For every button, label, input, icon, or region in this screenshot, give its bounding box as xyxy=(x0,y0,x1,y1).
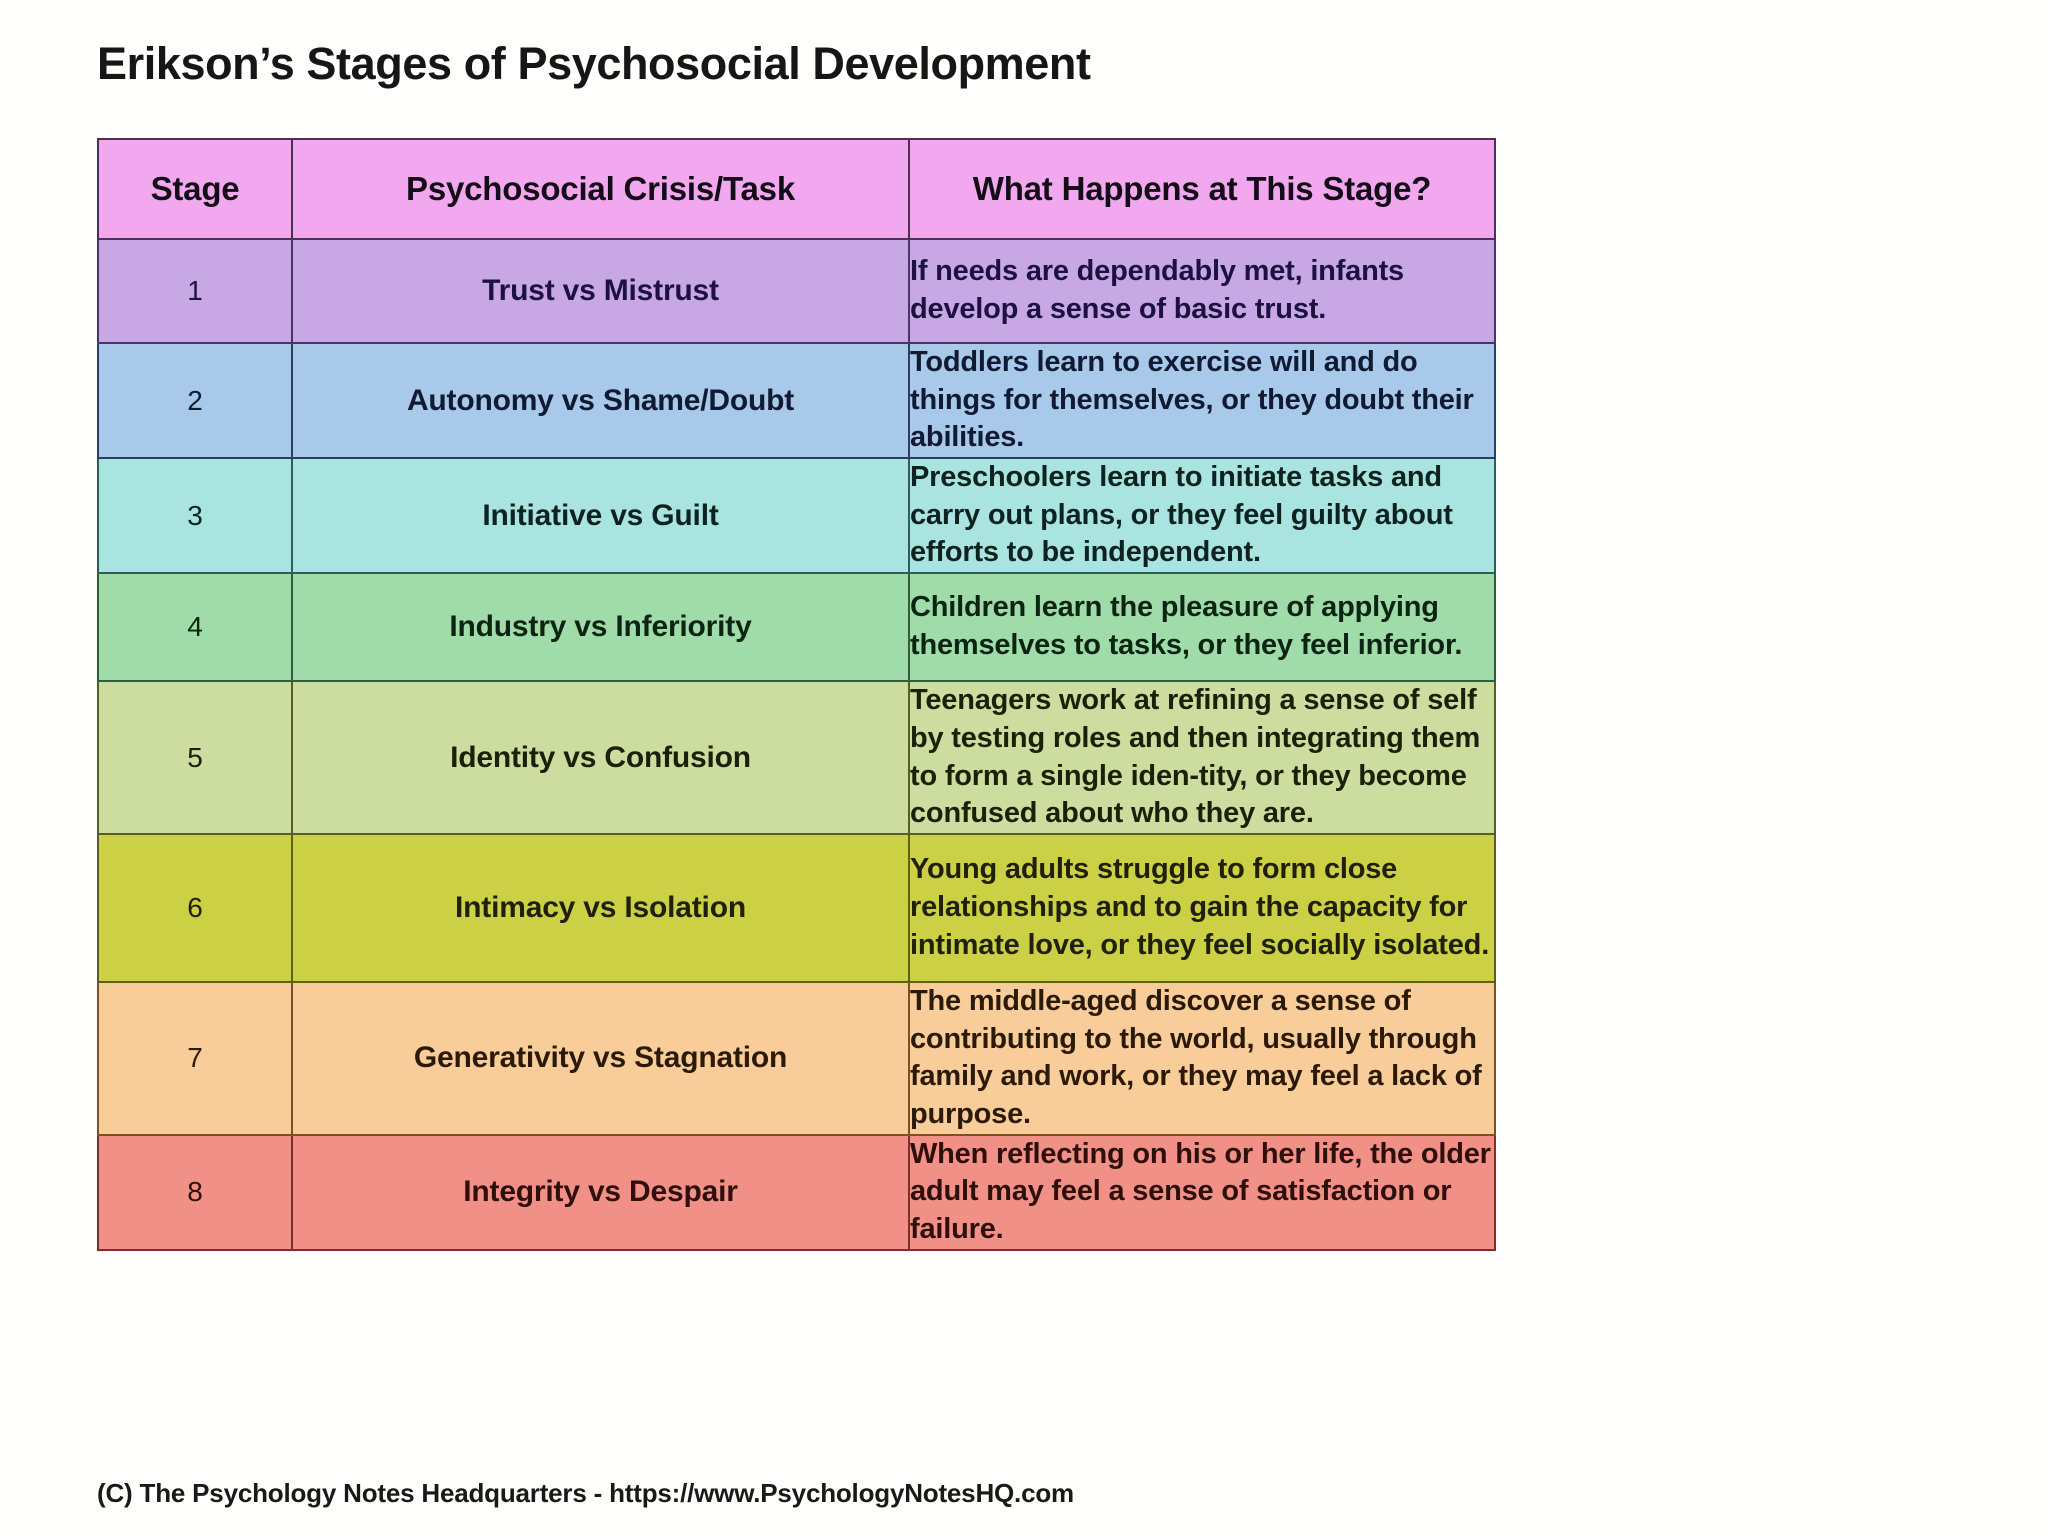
cell-crisis: Integrity vs Despair xyxy=(291,1133,910,1251)
table-header-row: Stage Psychosocial Crisis/Task What Happ… xyxy=(97,138,1496,240)
cell-description: When reflecting on his or her life, the … xyxy=(908,1133,1496,1251)
table-row: 1 Trust vs Mistrust If needs are dependa… xyxy=(97,238,1496,344)
copyright-credit: (C) The Psychology Notes Headquarters - … xyxy=(97,1478,1074,1508)
cell-description: Young adults struggle to form close rela… xyxy=(908,832,1496,983)
column-header-stage: Stage xyxy=(97,138,293,240)
cell-crisis: Trust vs Mistrust xyxy=(291,238,910,344)
cell-stage-number: 1 xyxy=(97,238,293,344)
table-header: Stage Psychosocial Crisis/Task What Happ… xyxy=(97,138,1496,240)
cell-stage-number: 7 xyxy=(97,980,293,1136)
cell-stage-number: 2 xyxy=(97,341,293,460)
cell-crisis: Intimacy vs Isolation xyxy=(291,832,910,983)
erikson-stages-table: Stage Psychosocial Crisis/Task What Happ… xyxy=(97,138,1496,1251)
cell-stage-number: 3 xyxy=(97,457,293,575)
table-row: 2 Autonomy vs Shame/Doubt Toddlers learn… xyxy=(97,341,1496,460)
table-row: 6 Intimacy vs Isolation Young adults str… xyxy=(97,832,1496,983)
cell-crisis: Autonomy vs Shame/Doubt xyxy=(291,341,910,460)
cell-crisis: Generativity vs Stagnation xyxy=(291,980,910,1136)
erikson-stages-table-wrapper: Stage Psychosocial Crisis/Task What Happ… xyxy=(97,138,1496,1251)
cell-crisis: Industry vs Inferiority xyxy=(291,572,910,683)
column-header-crisis: Psychosocial Crisis/Task xyxy=(291,138,910,240)
table-body: 1 Trust vs Mistrust If needs are dependa… xyxy=(97,238,1496,1251)
cell-description: Toddlers learn to exercise will and do t… xyxy=(908,341,1496,460)
cell-description: If needs are dependably met, infants dev… xyxy=(908,238,1496,344)
table-row: 7 Generativity vs Stagnation The middle-… xyxy=(97,980,1496,1136)
cell-stage-number: 6 xyxy=(97,832,293,983)
cell-crisis: Identity vs Confusion xyxy=(291,680,910,835)
cell-stage-number: 4 xyxy=(97,572,293,683)
cell-description: The middle-aged discover a sense of cont… xyxy=(908,980,1496,1136)
table-row: 3 Initiative vs Guilt Preschoolers learn… xyxy=(97,457,1496,575)
cell-stage-number: 5 xyxy=(97,680,293,835)
cell-description: Teenagers work at refining a sense of se… xyxy=(908,680,1496,835)
table-row: 8 Integrity vs Despair When reflecting o… xyxy=(97,1133,1496,1251)
cell-crisis: Initiative vs Guilt xyxy=(291,457,910,575)
cell-stage-number: 8 xyxy=(97,1133,293,1251)
table-row: 5 Identity vs Confusion Teenagers work a… xyxy=(97,680,1496,835)
page-title: Erikson’s Stages of Psychosocial Develop… xyxy=(97,38,1091,89)
cell-description: Preschoolers learn to initiate tasks and… xyxy=(908,457,1496,575)
cell-description: Children learn the pleasure of applying … xyxy=(908,572,1496,683)
table-row: 4 Industry vs Inferiority Children learn… xyxy=(97,572,1496,683)
column-header-description: What Happens at This Stage? xyxy=(908,138,1496,240)
